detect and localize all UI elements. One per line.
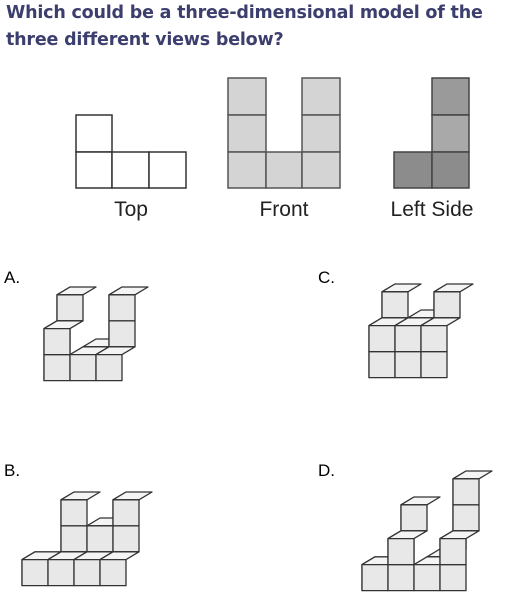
cube-front-face [439, 563, 467, 592]
cube-top-face [108, 286, 149, 296]
cube-front-face [56, 294, 84, 322]
option-b-label: B. [4, 461, 21, 480]
cube-top-face [387, 530, 428, 540]
cube-front-face [433, 291, 461, 319]
cube-front-face [368, 324, 396, 353]
cube-front-face [413, 563, 441, 592]
top-view [75, 114, 187, 189]
option-d-label: D. [318, 461, 335, 480]
option-b-model [21, 491, 153, 587]
cube-front-face [387, 563, 415, 592]
cube-top-face [43, 320, 84, 330]
views-diagram [75, 77, 470, 189]
cube-front-face [43, 327, 71, 356]
cube-front-face [43, 353, 71, 382]
cube-front-face [60, 525, 88, 553]
cube-front-face [381, 291, 409, 319]
question-text: Which could be a three-dimensional model… [6, 3, 483, 50]
cube-front-face [394, 350, 422, 379]
cube-front-face [86, 525, 114, 553]
top-view-label: Top [114, 198, 148, 221]
cube-front-face [394, 324, 422, 353]
front-view [227, 77, 341, 189]
cube-top-face [400, 496, 441, 506]
option-a-model [43, 286, 149, 382]
cube-front-face [452, 504, 480, 532]
cube-top-face [112, 491, 153, 501]
cube-front-face [361, 563, 389, 592]
cube-front-face [387, 537, 415, 566]
left-side-view-label: Left Side [390, 198, 474, 221]
cube-front-face [400, 504, 428, 532]
cube-front-face [368, 350, 396, 379]
cube-front-face [73, 558, 101, 587]
cube-front-face [108, 320, 136, 348]
cube-front-face [95, 353, 123, 382]
cube-front-face [420, 324, 448, 353]
option-c-model [368, 283, 474, 379]
cube-front-face [112, 525, 140, 553]
left-side-view [393, 77, 470, 189]
cube-top-face [439, 530, 480, 540]
cube-front-face [60, 499, 88, 527]
cube-top-face [60, 491, 101, 501]
cube-front-face [439, 537, 467, 566]
option-d-model [361, 470, 493, 592]
cube-top-face [452, 470, 493, 480]
cube-top-face [433, 283, 474, 293]
cube-top-face [381, 283, 422, 293]
option-c-label: C. [318, 268, 335, 287]
cube-front-face [420, 350, 448, 379]
cube-front-face [112, 499, 140, 527]
front-view-label: Front [259, 198, 309, 221]
cube-front-face [21, 558, 49, 587]
cube-top-face [56, 286, 97, 296]
option-a-label: A. [4, 268, 21, 287]
cube-front-face [69, 353, 97, 382]
cube-front-face [99, 558, 127, 587]
cube-front-face [47, 558, 75, 587]
cube-front-face [452, 478, 480, 506]
cube-front-face [108, 294, 136, 322]
